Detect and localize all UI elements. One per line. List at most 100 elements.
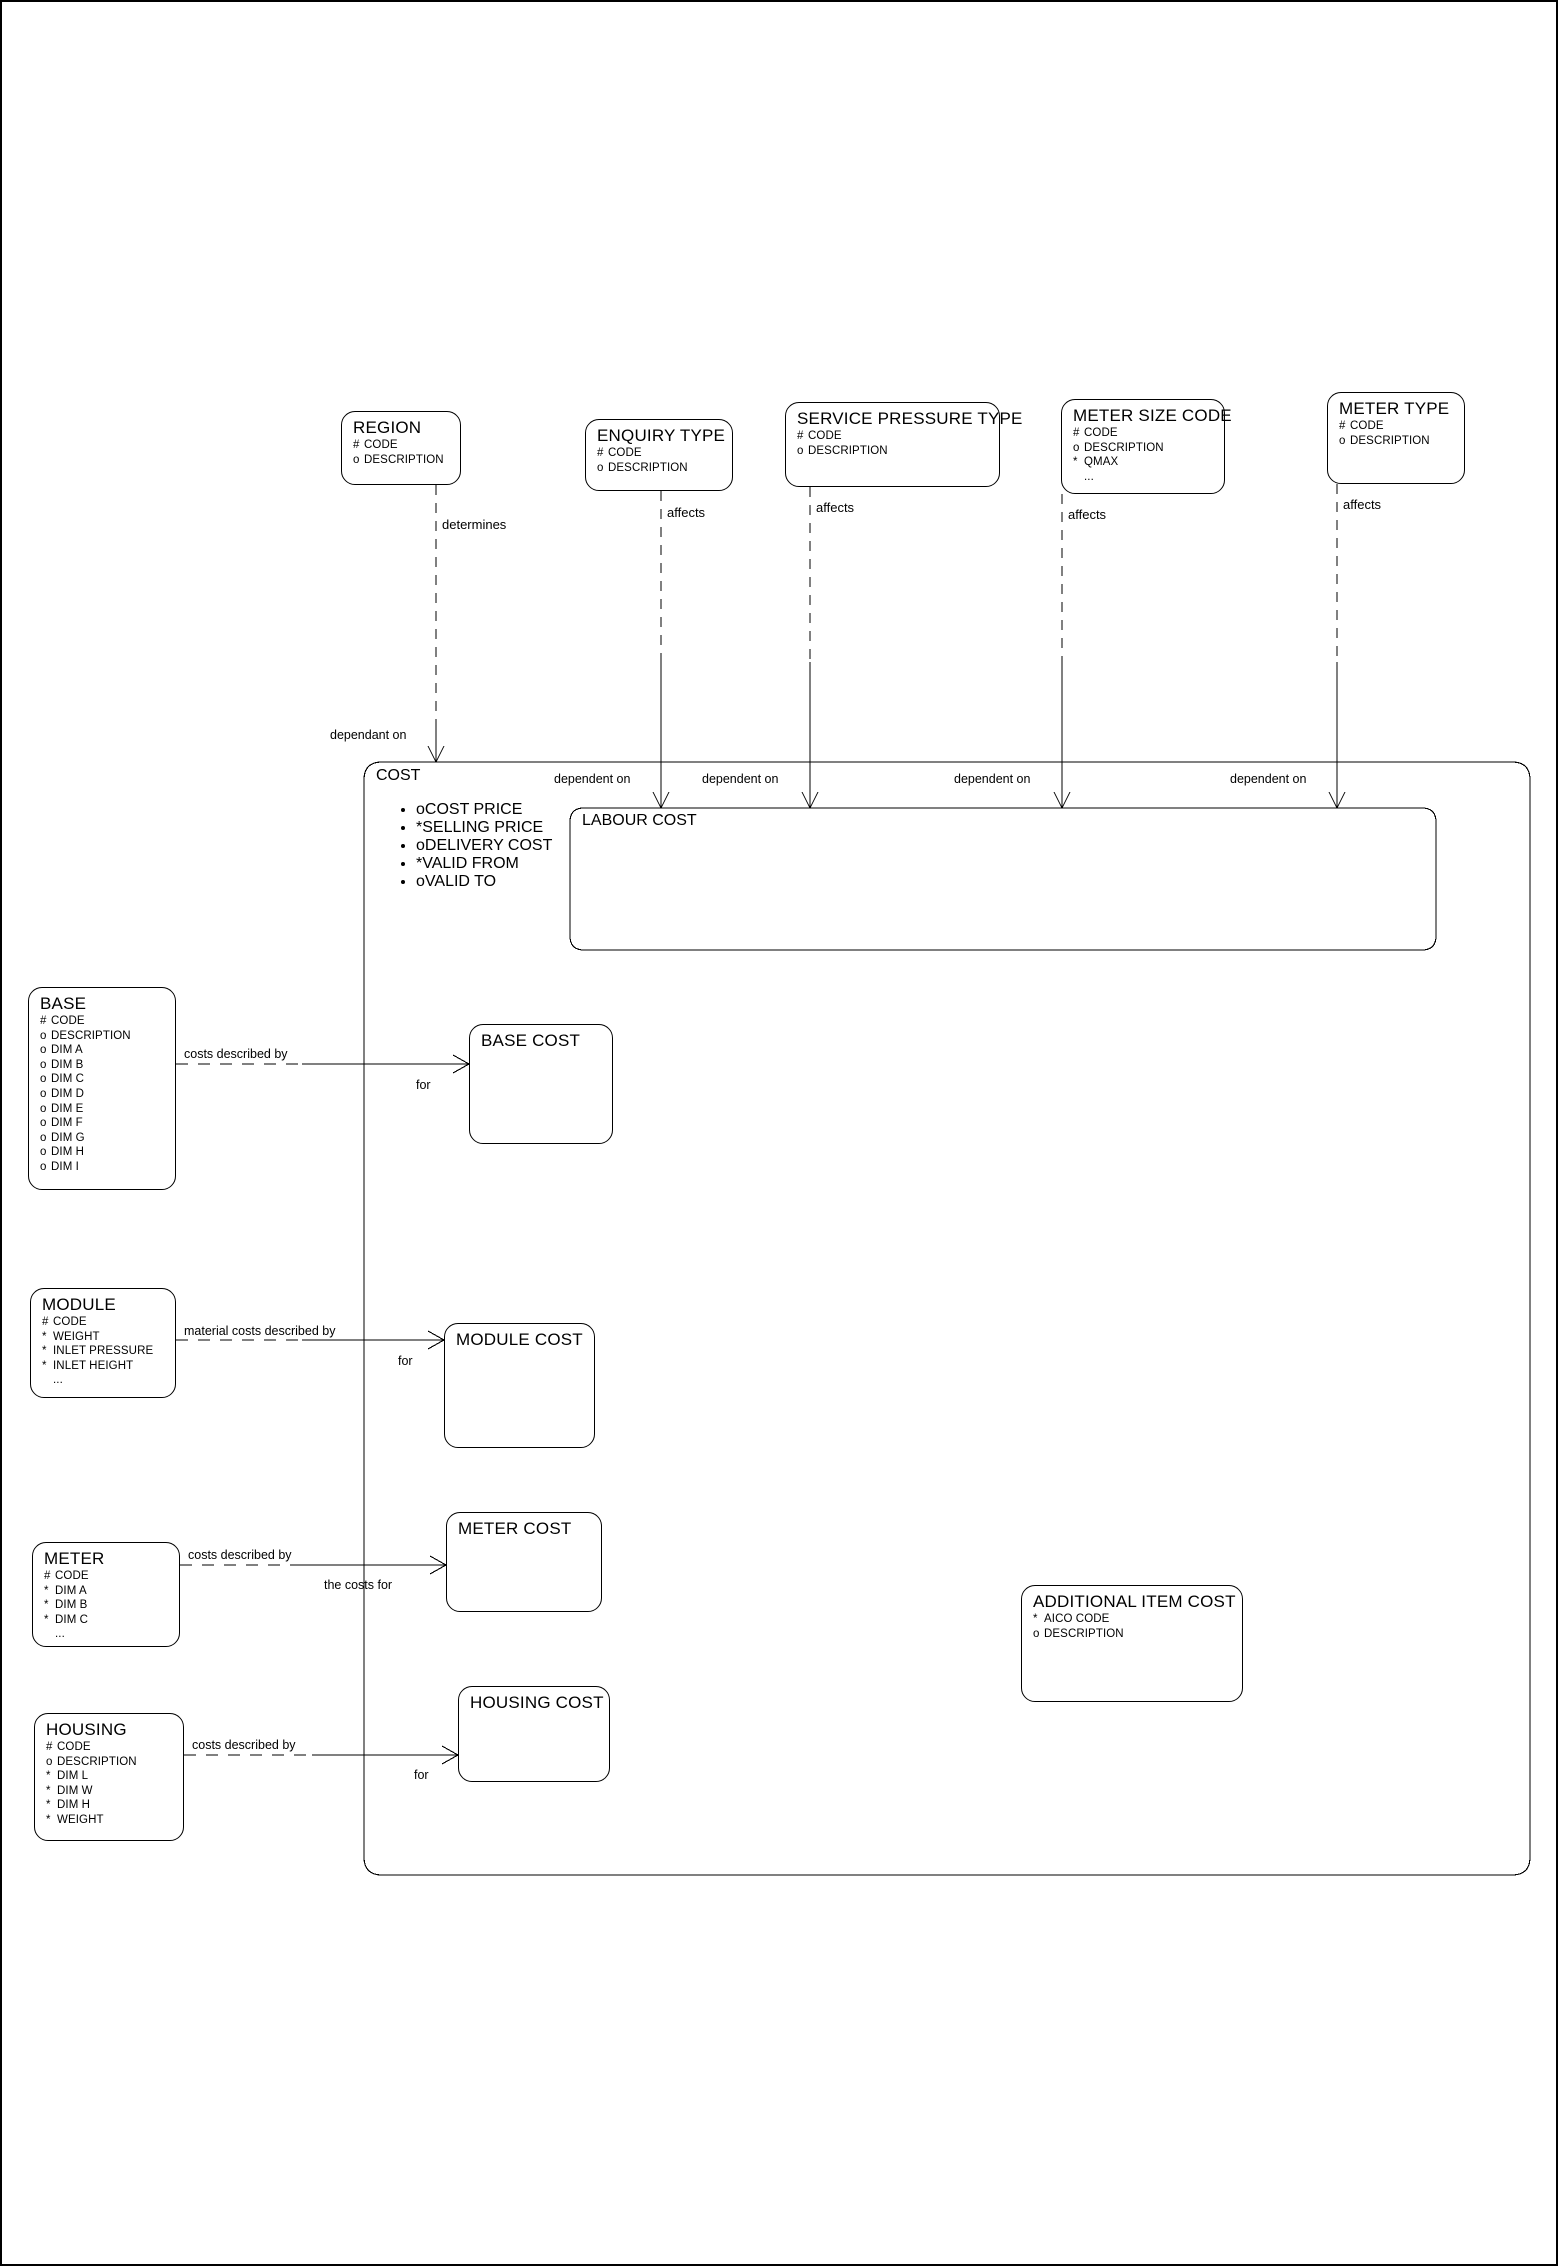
attribute-row: *WEIGHT [42, 1330, 166, 1345]
attribute-marker: o [40, 1117, 47, 1130]
attribute-marker: * [42, 1345, 47, 1358]
attribute-marker: o [1073, 441, 1080, 454]
entity-base-cost-name: BASE COST [481, 1031, 581, 1050]
attribute-label: INLET HEIGHT [53, 1359, 134, 1372]
entity-service-pressure-type-name: SERVICE PRESSURE TYPE [797, 409, 1023, 428]
relationship-label-meter-the-costs-for: the costs for [324, 1578, 393, 1592]
attribute-marker: o [597, 461, 604, 474]
attribute-marker: o [40, 1058, 47, 1071]
entity-base-cost[interactable]: BASE COST [469, 1024, 613, 1144]
relationship-label-service-pressure-dependent-on: dependent on [702, 772, 779, 786]
housing-cost-crowsfoot [441, 1745, 459, 1765]
attribute-label: AICO CODE [1044, 1613, 1110, 1625]
entity-module-name: MODULE [42, 1295, 116, 1314]
entity-meter-attributes: #CODE *DIM A *DIM B *DIM C ... [44, 1569, 170, 1642]
attribute-label: DIM G [51, 1131, 85, 1144]
attribute-row: * AICO CODE [1033, 1612, 1233, 1627]
attribute-label: DIM C [55, 1613, 89, 1626]
attribute-row: #CODE [797, 429, 990, 444]
entity-module[interactable]: MODULE #CODE *WEIGHT *INLET PRESSURE *IN… [30, 1288, 176, 1398]
attribute-marker: o [40, 1131, 47, 1144]
attribute-marker: o [40, 1146, 47, 1159]
attribute-marker: o [40, 1073, 47, 1086]
attribute-row: * INLET PRESSURE [42, 1344, 166, 1359]
entity-labour-cost-text[interactable]: LABOUR COST [582, 812, 842, 830]
attribute-marker: * [1033, 1613, 1038, 1625]
attribute-marker: * [46, 1784, 51, 1797]
entity-module-cost[interactable]: MODULE COST [444, 1323, 595, 1448]
entity-meter[interactable]: METER #CODE *DIM A *DIM B *DIM C ... [32, 1542, 180, 1647]
attribute-row: o DESCRIPTION [597, 461, 723, 476]
attribute-marker: # [1073, 427, 1080, 439]
entity-base-name: BASE [40, 994, 87, 1013]
attribute-row: *DIM W [46, 1784, 174, 1799]
attribute-marker: * [42, 1359, 47, 1372]
attribute-row: # CODE [1073, 426, 1215, 441]
attribute-label: ... [1084, 470, 1094, 483]
attribute-marker: * [416, 855, 423, 872]
attribute-marker: # [353, 439, 360, 451]
attribute-marker: * [46, 1799, 51, 1812]
entity-meter-size-code-name: METER SIZE CODE [1073, 406, 1232, 425]
attribute-row: oDELIVERY COST [416, 837, 566, 855]
attribute-label: DIM E [51, 1102, 84, 1115]
attribute-label: INLET PRESSURE [53, 1345, 154, 1358]
attribute-marker: * [46, 1813, 51, 1826]
entity-enquiry-type-name: ENQUIRY TYPE [597, 426, 726, 445]
region-crowsfoot [427, 745, 445, 763]
entity-labour-cost-name: LABOUR COST [582, 812, 697, 829]
attribute-label: CODE [51, 1015, 85, 1027]
attribute-row: ... [42, 1373, 166, 1388]
entity-cost-name: COST [376, 767, 421, 784]
attribute-marker: * [46, 1770, 51, 1783]
base-cost-crowsfoot [452, 1054, 470, 1074]
attribute-label: WEIGHT [53, 1330, 100, 1343]
attribute-label: DESCRIPTION [608, 461, 688, 474]
attribute-row: oCOST PRICE [416, 801, 566, 819]
attribute-row: ... [1073, 470, 1215, 485]
relationship-label-housing-costs-described-by: costs described by [192, 1738, 296, 1752]
attribute-row: #CODE [44, 1569, 170, 1584]
relationship-label-module-material-costs-described-by: material costs described by [184, 1324, 336, 1338]
attribute-label: CODE [57, 1741, 91, 1753]
attribute-marker: * [44, 1613, 49, 1626]
entity-housing-cost[interactable]: HOUSING COST [458, 1686, 610, 1782]
attribute-marker: * [44, 1584, 49, 1597]
attribute-marker: o [40, 1160, 47, 1173]
entity-meter-type-name: METER TYPE [1339, 399, 1450, 418]
entity-module-cost-name: MODULE COST [456, 1330, 583, 1349]
attribute-row: *QMAX [1073, 455, 1215, 470]
attribute-label: ... [53, 1374, 63, 1387]
entity-meter-cost[interactable]: METER COST [446, 1512, 602, 1612]
entity-cost-text[interactable]: COST oCOST PRICE *SELLING PRICE oDELIVER… [376, 767, 566, 907]
attribute-label: DIM B [55, 1599, 88, 1612]
meter-type-crowsfoot [1328, 791, 1346, 809]
attribute-label: CODE [1084, 427, 1118, 439]
attribute-marker: # [44, 1570, 51, 1582]
attribute-marker: o [40, 1087, 47, 1100]
attribute-marker: o [416, 837, 425, 854]
attribute-marker: # [42, 1316, 49, 1328]
relationship-label-module-for: for [398, 1354, 413, 1368]
entity-additional-item-cost-name: ADDITIONAL ITEM COST [1033, 1592, 1236, 1611]
